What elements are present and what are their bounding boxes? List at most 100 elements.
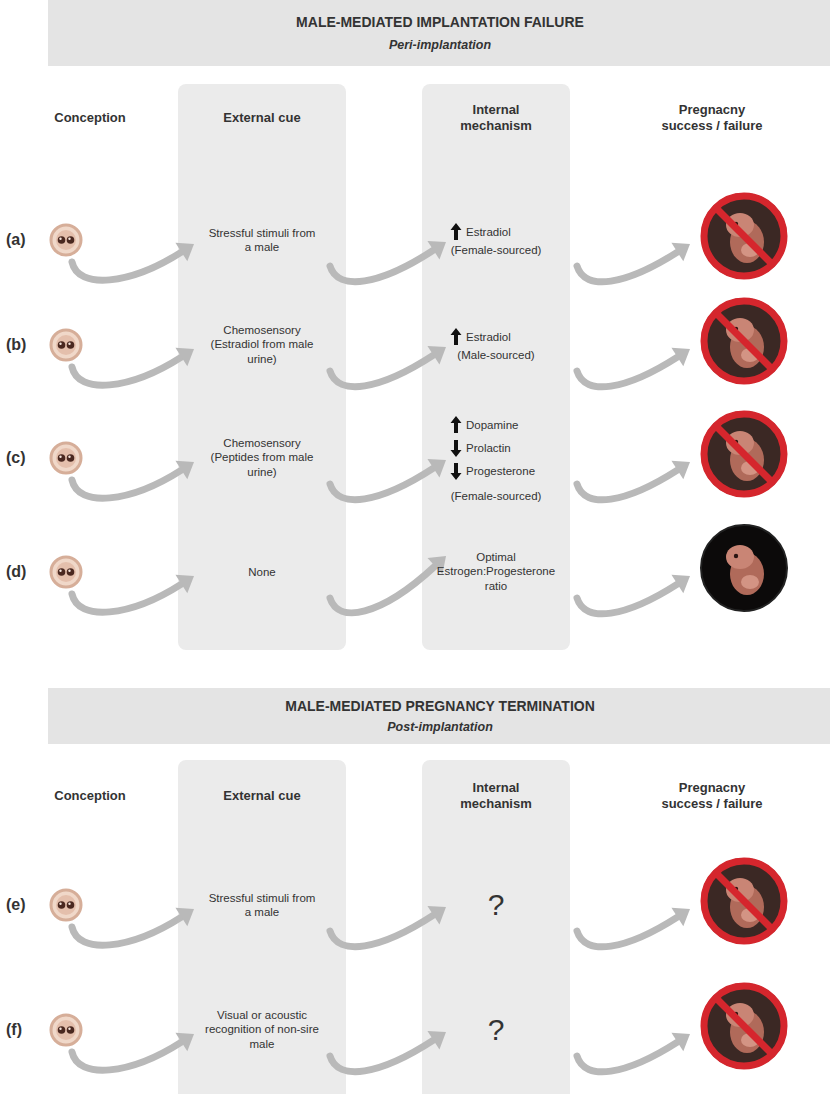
increase-arrow [451, 416, 462, 433]
section-subtitle: Post-implantation [80, 720, 800, 736]
column-header: Pregnacny success / failure [655, 780, 770, 813]
zygote-icon [51, 557, 81, 587]
flow-arrow [72, 461, 194, 498]
flow-arrow [72, 908, 194, 945]
column-panel: External cueStressful stimuli from a mal… [178, 760, 346, 1094]
row-label: (a) [6, 230, 26, 250]
flow-arrow [72, 575, 194, 612]
column-panel: Internal mechanismEstradiol (Female-sourc… [422, 84, 570, 650]
flow-arrow [330, 906, 446, 947]
row-label: (e) [6, 895, 26, 915]
flow-arrow [330, 1031, 446, 1072]
arrow-shaft [577, 357, 677, 387]
flow-arrow [72, 243, 194, 280]
flow-arrow [330, 346, 446, 387]
section-title: MALE-MEDIATED PREGNANCY TERMINATION [80, 698, 800, 716]
flow-arrow [72, 348, 194, 385]
flow-arrow [577, 348, 690, 387]
arrow-head [671, 243, 690, 262]
section-title: MALE-MEDIATED IMPLANTATION FAILURE [80, 14, 800, 32]
cue-text: None [204, 565, 320, 579]
arrow-head [175, 243, 194, 262]
arrow-head [175, 1033, 194, 1052]
arrow-shaft [330, 915, 433, 947]
arrow-shaft [72, 252, 181, 280]
mechanism-text: Progesterone [466, 464, 535, 478]
zygote-icon [51, 330, 81, 360]
arrow-shaft [577, 917, 677, 947]
embryo-failure-icon [701, 193, 787, 279]
cue-text: Chemosensory (Peptides from male urine) [204, 436, 320, 479]
arrow-shaft [330, 1040, 433, 1072]
cue-text: Chemosensory (Estradiol from male urine) [204, 323, 320, 366]
arrow-head [427, 459, 446, 477]
flow-arrow [577, 908, 690, 947]
arrow-shaft [72, 357, 181, 385]
arrow-head [427, 346, 446, 364]
arrow-head [671, 575, 690, 594]
embryo-failure-icon [701, 298, 787, 384]
mechanism-text: (Male-sourced) [428, 348, 564, 362]
column-panel: External cueStressful stimuli from a mal… [178, 84, 346, 650]
column-header: Internal mechanism [451, 780, 541, 813]
embryo-failure-icon [701, 411, 787, 497]
section-band: MALE-MEDIATED IMPLANTATION FAILURE Peri-i… [48, 0, 830, 66]
mechanism-text: Estradiol [466, 225, 511, 239]
arrow-shaft [330, 355, 433, 387]
arrow-shaft [330, 250, 433, 282]
mechanism-text: (Female-sourced) [428, 489, 564, 503]
column-header: Conception [38, 788, 142, 804]
flow-arrow [72, 1033, 194, 1070]
arrow-shaft [72, 917, 181, 945]
arrow-shaft [577, 584, 677, 614]
arrow-shaft [72, 470, 181, 498]
column-header: Pregnacny success / failure [655, 102, 770, 135]
cue-text: Stressful stimuli from a male [204, 226, 320, 255]
flow-arrow [577, 575, 690, 614]
embryo-success-icon [701, 525, 787, 611]
flow-arrow [330, 241, 446, 282]
embryo-failure-icon [701, 858, 787, 944]
zygote-icon [51, 1015, 81, 1045]
embryo-failure-icon [701, 983, 787, 1069]
arrow-head [671, 461, 690, 480]
arrow-head [671, 1033, 690, 1052]
section-subtitle: Peri-implantation [80, 38, 800, 54]
increase-arrow [451, 328, 462, 345]
arrow-shaft [577, 470, 677, 500]
flow-arrow [577, 1033, 690, 1072]
column-header: External cue [219, 110, 305, 126]
row-label: (c) [6, 448, 26, 468]
arrow-shaft [330, 566, 435, 613]
question-mark: ? [476, 886, 516, 924]
increase-arrow [451, 223, 462, 240]
arrow-shaft [72, 1042, 181, 1070]
arrow-head [671, 348, 690, 367]
decrease-arrow [451, 440, 462, 457]
row-label: (d) [6, 562, 26, 582]
column-header: Internal mechanism [451, 102, 541, 135]
arrow-shaft [330, 468, 433, 500]
arrow-head [175, 908, 194, 927]
mechanism-text: Prolactin [466, 441, 511, 455]
arrow-head [671, 908, 690, 927]
arrow-head [427, 906, 446, 924]
cue-text: Stressful stimuli from a male [204, 891, 320, 920]
row-label: (b) [6, 335, 26, 355]
zygote-icon [51, 890, 81, 920]
flow-arrow [577, 243, 690, 282]
cue-text: Visual or acoustic recognition of non-si… [204, 1008, 320, 1051]
arrow-head [428, 556, 446, 574]
arrow-head [175, 575, 194, 594]
mechanism-text: Optimal Estrogen:Progesterone ratio [428, 550, 564, 593]
arrow-shaft [72, 584, 181, 612]
arrow-head [427, 241, 446, 259]
zygote-icon [51, 443, 81, 473]
flow-arrow [330, 556, 446, 613]
column-header: Conception [38, 110, 142, 126]
mechanism-text: Dopamine [466, 418, 518, 432]
mechanism-text: Estradiol [466, 330, 511, 344]
arrow-head [175, 348, 194, 367]
arrow-head [175, 461, 194, 480]
zygote-icon [51, 225, 81, 255]
